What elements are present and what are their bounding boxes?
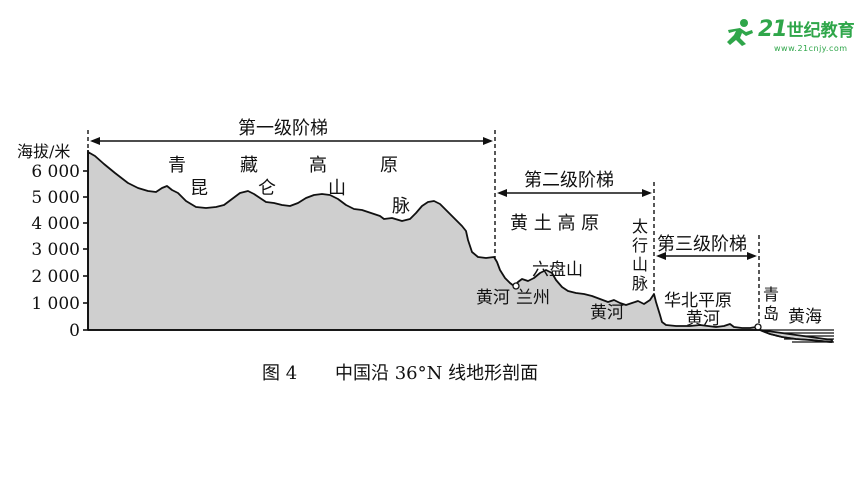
step-dividers xyxy=(87,130,760,326)
figure-caption: 中国沿 36°N 线地形剖面 xyxy=(335,363,538,384)
label-kun: 昆 xyxy=(190,178,208,199)
label-loess-plateau: 黄 土 高 原 xyxy=(510,213,599,234)
label-liupan-shan: 六盘山 xyxy=(532,260,583,280)
label-huabei-plain: 华北平原 xyxy=(664,291,732,311)
runner-logo-icon xyxy=(727,19,753,46)
label-taihang-2: 行 xyxy=(632,236,648,255)
y-tick-label: 0 xyxy=(69,321,80,341)
y-tick-label: 4 000 xyxy=(31,214,80,234)
lanzhou-marker xyxy=(512,282,520,290)
y-tick-label: 3 000 xyxy=(31,240,80,260)
logo: 21世纪教育 www.21cnjy.com xyxy=(722,16,855,56)
label-mai: 脉 xyxy=(392,196,410,217)
label-huanghe-3: 黄河 xyxy=(686,309,720,329)
logo-url: www.21cnjy.com xyxy=(774,44,848,53)
y-tick-label: 6 000 xyxy=(31,162,80,182)
label-huanghe-2: 黄河 xyxy=(590,303,624,323)
label-zang: 藏 xyxy=(240,155,258,176)
label-shan: 山 xyxy=(328,178,346,199)
y-axis-label: 海拔/米 xyxy=(17,142,70,161)
label-qing: 青 xyxy=(168,155,186,176)
label-yuan: 原 xyxy=(380,155,398,176)
plateau-labels: 青 藏 高 原 昆 仑 山 脉 xyxy=(168,155,410,217)
label-lun: 仑 xyxy=(258,178,276,199)
label-qingdao-2: 岛 xyxy=(763,304,779,323)
step-label-second: 第二级阶梯 xyxy=(524,170,614,191)
step-label-first: 第一级阶梯 xyxy=(238,118,328,139)
label-taihang-3: 山 xyxy=(632,255,648,274)
label-qingdao-1: 青 xyxy=(763,285,779,304)
label-gao: 高 xyxy=(309,155,327,176)
label-lanzhou: 兰州 xyxy=(516,288,550,308)
label-huanghe-lanzhou: 黄河 xyxy=(476,288,510,308)
y-tick-label: 1 000 xyxy=(31,294,80,314)
terrain-profile xyxy=(87,151,833,343)
step-arrows xyxy=(90,137,757,260)
y-tick-label: 2 000 xyxy=(31,267,80,287)
label-taihang-1: 太 xyxy=(632,217,648,236)
figure-number: 图 4 xyxy=(262,363,297,384)
coast-line xyxy=(755,326,833,343)
step-label-third: 第三级阶梯 xyxy=(657,234,747,255)
logo-brand: 21世纪教育 xyxy=(758,17,855,42)
label-taihang-4: 脉 xyxy=(632,274,648,293)
y-tick-label: 5 000 xyxy=(31,188,80,208)
label-yellow-sea: 黄海 xyxy=(788,307,822,327)
y-axis: 海拔/米 6 000 5 000 4 000 3 000 2 000 1 000… xyxy=(17,142,760,341)
taihang-labels: 太 行 山 脉 xyxy=(632,217,648,293)
